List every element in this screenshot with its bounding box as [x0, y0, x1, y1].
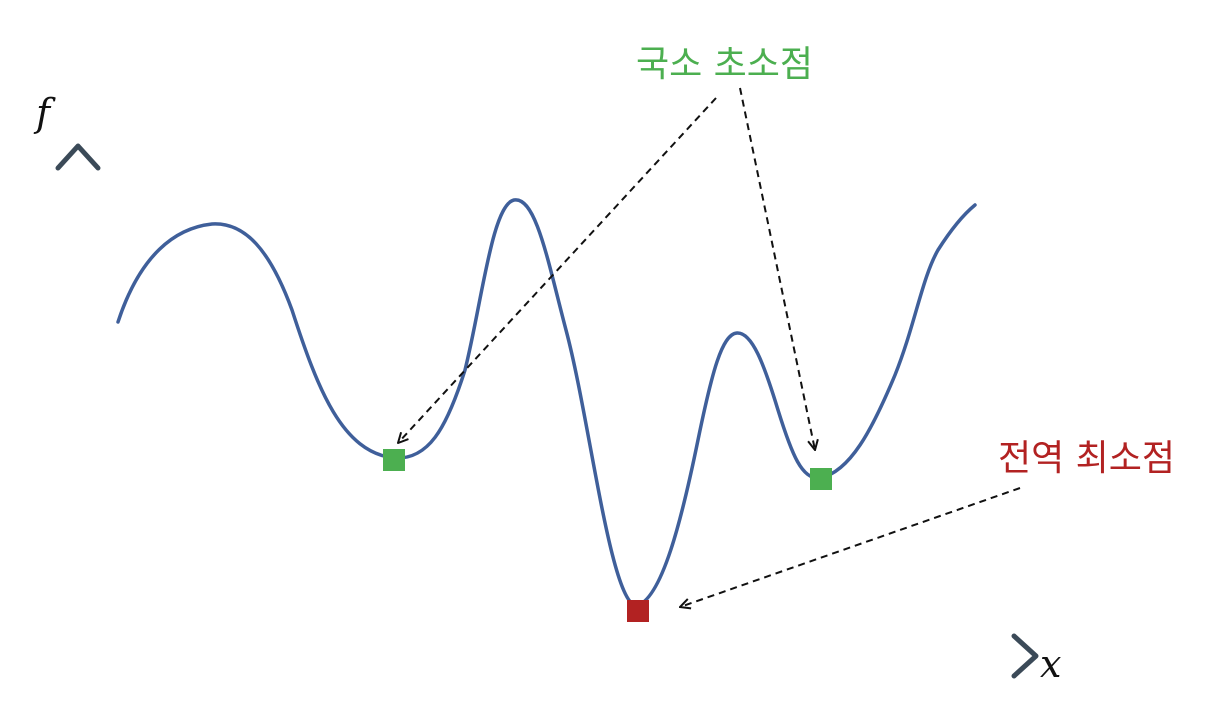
axes: f x — [33, 91, 1061, 686]
y-axis-label: f — [33, 91, 56, 135]
global-minimum-label: 전역 최소점 — [998, 438, 1175, 479]
local-minimum-arrow-right — [739, 87, 815, 450]
global-minimum-arrow — [680, 487, 1021, 607]
local-minimum-label: 국소 초소점 — [636, 44, 813, 85]
local-minimum-marker-2 — [810, 468, 832, 490]
x-axis-arrowhead — [1011, 633, 1039, 679]
x-axis-label: x — [1040, 642, 1061, 686]
function-curve — [116, 198, 977, 608]
annotation-leaders — [398, 87, 1021, 607]
global-minimum-marker — [627, 600, 649, 622]
local-minimum-arrow-left — [398, 97, 717, 443]
local-minimum-marker-1 — [383, 449, 405, 471]
y-axis-arrowhead — [55, 143, 101, 171]
